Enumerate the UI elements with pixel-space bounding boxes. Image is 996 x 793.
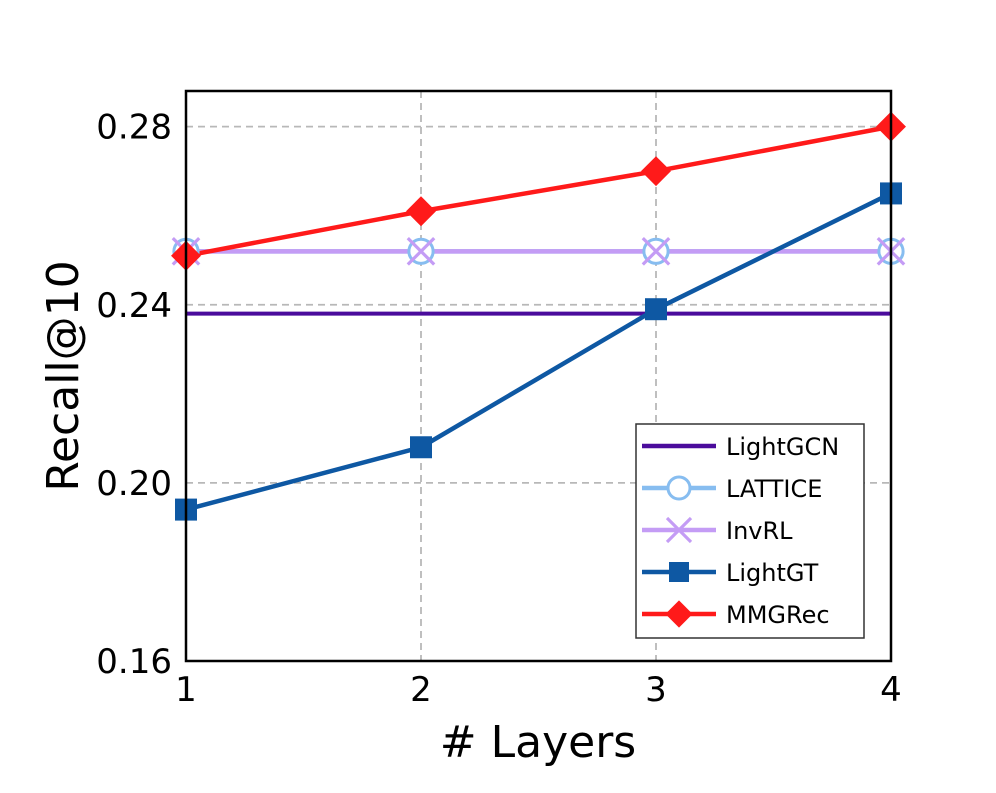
legend-item: LightGCN <box>642 433 839 461</box>
data-point <box>641 156 671 187</box>
legend-item: InvRL <box>642 516 793 545</box>
data-point <box>406 236 436 266</box>
legend-label: LightGCN <box>726 433 839 461</box>
x-axis-label: # Layers <box>440 717 636 768</box>
data-point <box>645 298 667 321</box>
tick-labels: 1 2 3 4 0.16 0.20 0.24 0.28 <box>96 108 902 710</box>
legend-label: MMGRec <box>726 601 830 629</box>
x-tick-label: 4 <box>880 670 902 710</box>
data-point <box>406 196 436 227</box>
legend-item: LATTICE <box>642 475 822 503</box>
plot-frame <box>184 89 893 663</box>
data-point <box>410 436 432 459</box>
data-point <box>665 600 693 628</box>
series-line-lightgt <box>186 191 891 512</box>
data-point <box>641 236 671 266</box>
y-tick-label: 0.16 <box>96 642 172 682</box>
legend-label: LATTICE <box>726 475 822 503</box>
x-tick-label: 1 <box>175 670 197 710</box>
data-point <box>665 516 693 544</box>
legend-label: LightGT <box>726 559 819 587</box>
x-tick-label: 2 <box>410 670 432 710</box>
y-tick-label: 0.28 <box>96 108 172 148</box>
legend-item: LightGT <box>642 559 819 587</box>
series-line-mmgrec <box>186 124 891 258</box>
y-tick-label: 0.24 <box>96 286 172 326</box>
y-tick-label: 0.20 <box>96 464 172 504</box>
data-point <box>669 562 689 582</box>
series-lines <box>186 124 891 512</box>
legend-label: InvRL <box>726 517 793 545</box>
x-tick-label: 3 <box>645 670 667 710</box>
legend-item: MMGRec <box>642 600 830 629</box>
legend: LightGCN LATTICE InvRL LightGT MMGRec <box>635 423 865 639</box>
y-axis-label: Recall@10 <box>38 260 89 491</box>
data-point <box>666 475 692 501</box>
